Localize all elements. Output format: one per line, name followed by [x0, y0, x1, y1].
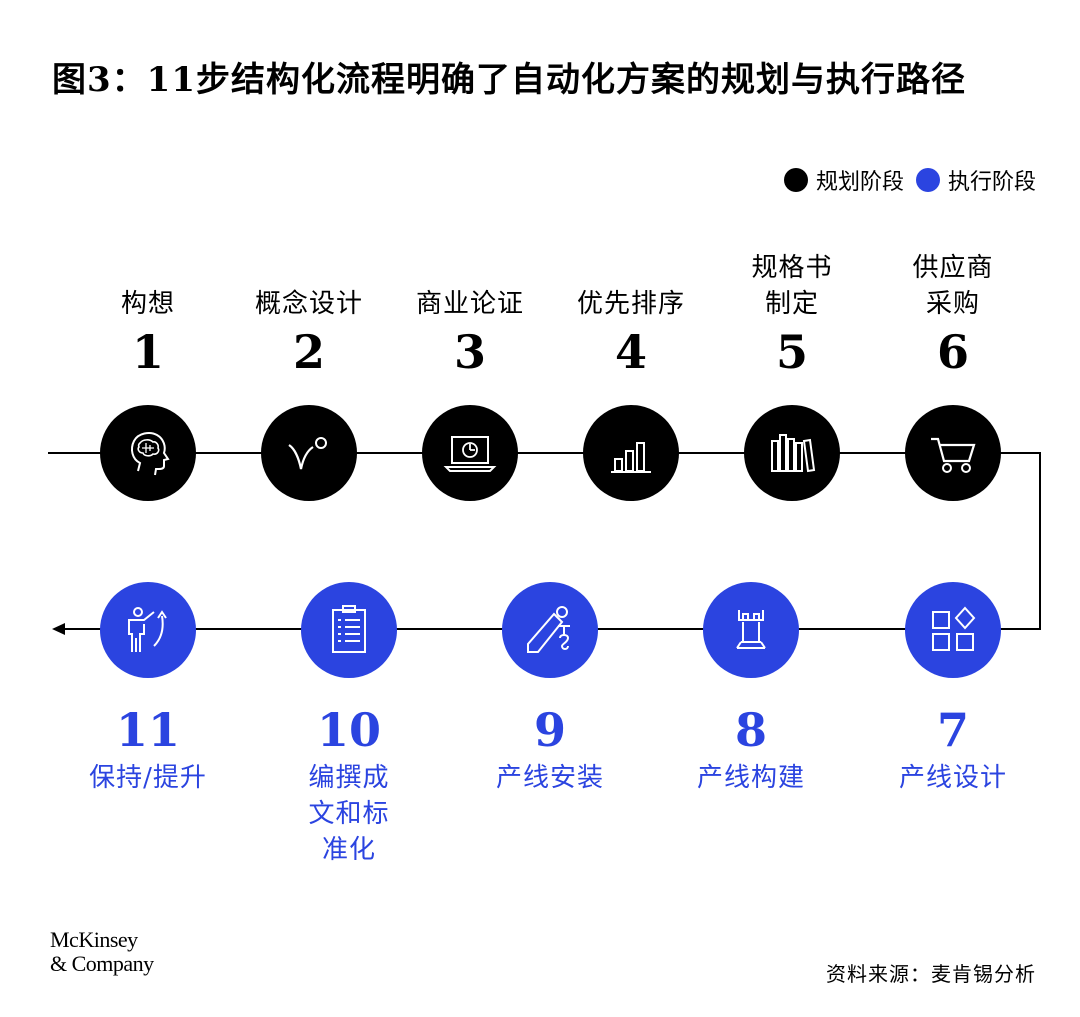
step-number: 2 [292, 325, 325, 379]
arrow-head-icon [52, 623, 65, 635]
step-8-footer: 8 产线构建 [671, 700, 831, 796]
robot-arm-icon [527, 606, 570, 653]
step-number: 7 [936, 703, 969, 757]
brand-line-1: McKinsey [50, 927, 138, 952]
step-label: 产线设计 [898, 763, 1007, 793]
step-number: 10 [316, 703, 381, 757]
step-number: 4 [614, 325, 647, 379]
tower-icon [736, 610, 766, 649]
step-number: 6 [936, 325, 969, 379]
step-1-circle [100, 405, 196, 501]
step-3-header: 商业论证 3 [390, 286, 550, 382]
step-label: 商业论证 [415, 289, 524, 319]
step-5-circle [744, 405, 840, 501]
step-11-footer: 11 保持/提升 [68, 700, 228, 796]
legend-dot-planning [783, 168, 808, 192]
source-note: 资料来源：麦肯锡分析 [826, 962, 1036, 986]
step-9-footer: 9 产线安装 [470, 700, 630, 796]
step-label: 优先排序 [576, 289, 685, 319]
step-label: 保持/提升 [89, 763, 207, 793]
step-10-circle [301, 582, 397, 678]
bar-chart-icon [611, 442, 651, 473]
step-number: 3 [453, 325, 486, 379]
document-icon [332, 605, 366, 653]
books-icon [771, 434, 816, 473]
step-7-footer: 7 产线设计 [873, 700, 1033, 796]
shapes-icon [932, 606, 976, 651]
step-11-circle [100, 582, 196, 678]
step-label: 产线安装 [495, 763, 604, 793]
step-4-circle [583, 405, 679, 501]
legend-dot-execution [915, 168, 940, 192]
legend: 规划阶段 执行阶段 [783, 164, 1036, 196]
step-1-header: 构想 1 [68, 286, 228, 382]
curve-dot-icon [288, 437, 327, 470]
step-number: 1 [131, 325, 164, 379]
step-7-circle [905, 582, 1001, 678]
step-3-circle [422, 405, 518, 501]
step-8-circle [703, 582, 799, 678]
step-number: 8 [734, 703, 767, 757]
step-6-circle [905, 405, 1001, 501]
step-4-header: 优先排序 4 [551, 286, 711, 382]
step-2-header: 概念设计 2 [229, 286, 389, 382]
legend-label-planning: 规划阶段 [815, 170, 904, 195]
step-label: 供应商采购 [912, 253, 994, 319]
cart-icon [931, 437, 976, 473]
legend-label-execution: 执行阶段 [947, 170, 1036, 195]
person-arrow-icon [128, 607, 167, 652]
legend-item-execution: 执行阶段 [915, 164, 1036, 196]
step-label: 编撰成文和标准化 [308, 763, 390, 865]
step-5-header: 规格书制定 5 [712, 250, 872, 382]
step-label: 产线构建 [696, 763, 805, 793]
step-number: 11 [115, 703, 180, 757]
step-9-circle [502, 582, 598, 678]
legend-item-planning: 规划阶段 [783, 164, 904, 196]
step-10-footer: 10 编撰成文和标准化 [269, 700, 429, 868]
page-title: 图3：11步结构化流程明确了自动化方案的规划与执行路径 [52, 60, 966, 100]
step-label: 构想 [120, 289, 175, 319]
step-6-header: 供应商采购 6 [873, 250, 1033, 382]
step-2-circle [261, 405, 357, 501]
laptop-chart-icon [443, 436, 497, 472]
brand-line-2: & Company [50, 951, 154, 976]
mckinsey-logo: McKinsey & Company [50, 928, 154, 976]
step-label: 概念设计 [254, 289, 363, 319]
step-number: 9 [533, 703, 566, 757]
brain-head-icon [131, 432, 170, 476]
step-label: 规格书制定 [751, 253, 833, 319]
step-number: 5 [775, 325, 808, 379]
